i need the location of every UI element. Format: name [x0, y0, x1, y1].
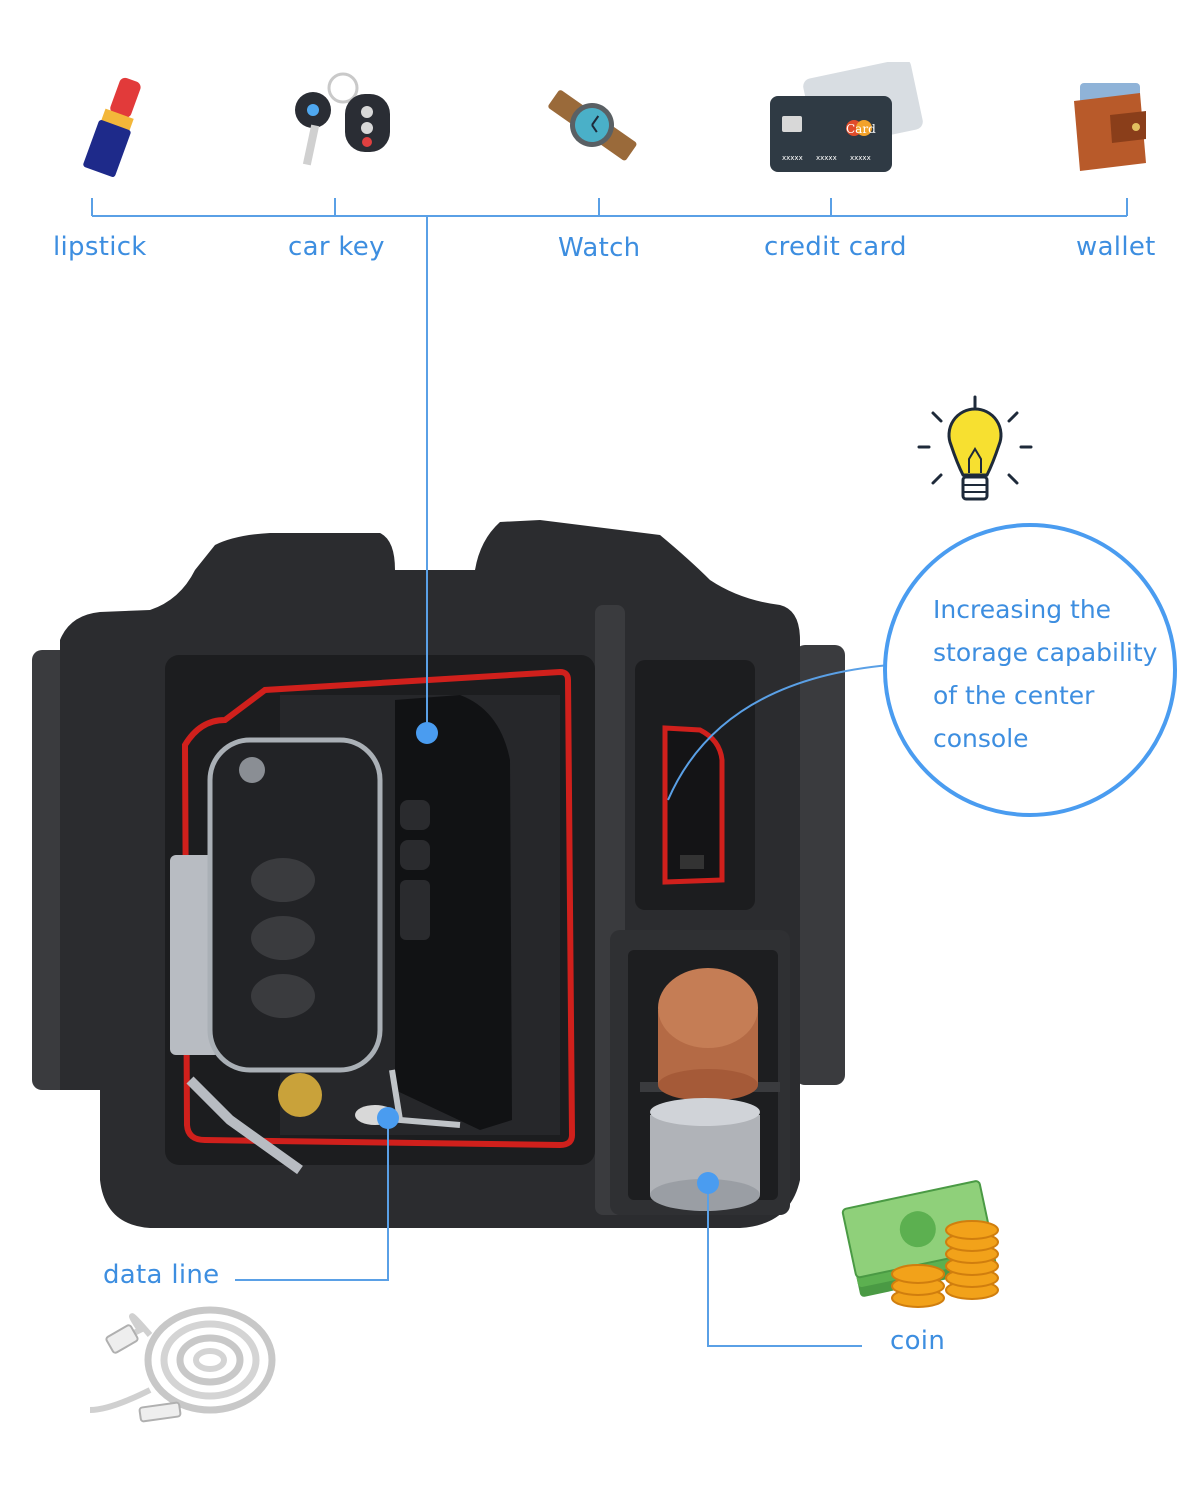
- callout-text: Increasing the storage capability of the…: [933, 595, 1158, 753]
- lipstick-icon: [78, 70, 158, 185]
- car-key-icon: [285, 70, 400, 170]
- card-brand-text: Card: [846, 122, 876, 136]
- label-coin: coin: [890, 1326, 946, 1356]
- card-number-3: xxxxx: [850, 154, 871, 162]
- credit-card-icon: Card xxxxx xxxxx xxxxx: [768, 62, 923, 174]
- label-car-key: car key: [288, 232, 385, 262]
- leader-lines: [235, 216, 891, 1347]
- label-watch: Watch: [558, 233, 641, 263]
- data-cable-icon: [89, 1306, 276, 1423]
- marker-dots: [377, 722, 719, 1194]
- money-icon: [841, 1180, 999, 1308]
- label-lipstick: lipstick: [53, 232, 147, 262]
- callout-circle: [883, 523, 1177, 817]
- label-credit-card: credit card: [764, 232, 907, 262]
- wallet-icon: [1070, 75, 1150, 175]
- top-bracket: [91, 198, 1128, 217]
- card-number-1: xxxxx: [782, 154, 803, 162]
- label-data-line: data line: [103, 1260, 220, 1290]
- lightbulb-icon: [917, 395, 1033, 501]
- console-tray: [32, 520, 845, 1228]
- label-wallet: wallet: [1076, 232, 1156, 262]
- watch-icon: [545, 80, 640, 170]
- card-number-2: xxxxx: [816, 154, 837, 162]
